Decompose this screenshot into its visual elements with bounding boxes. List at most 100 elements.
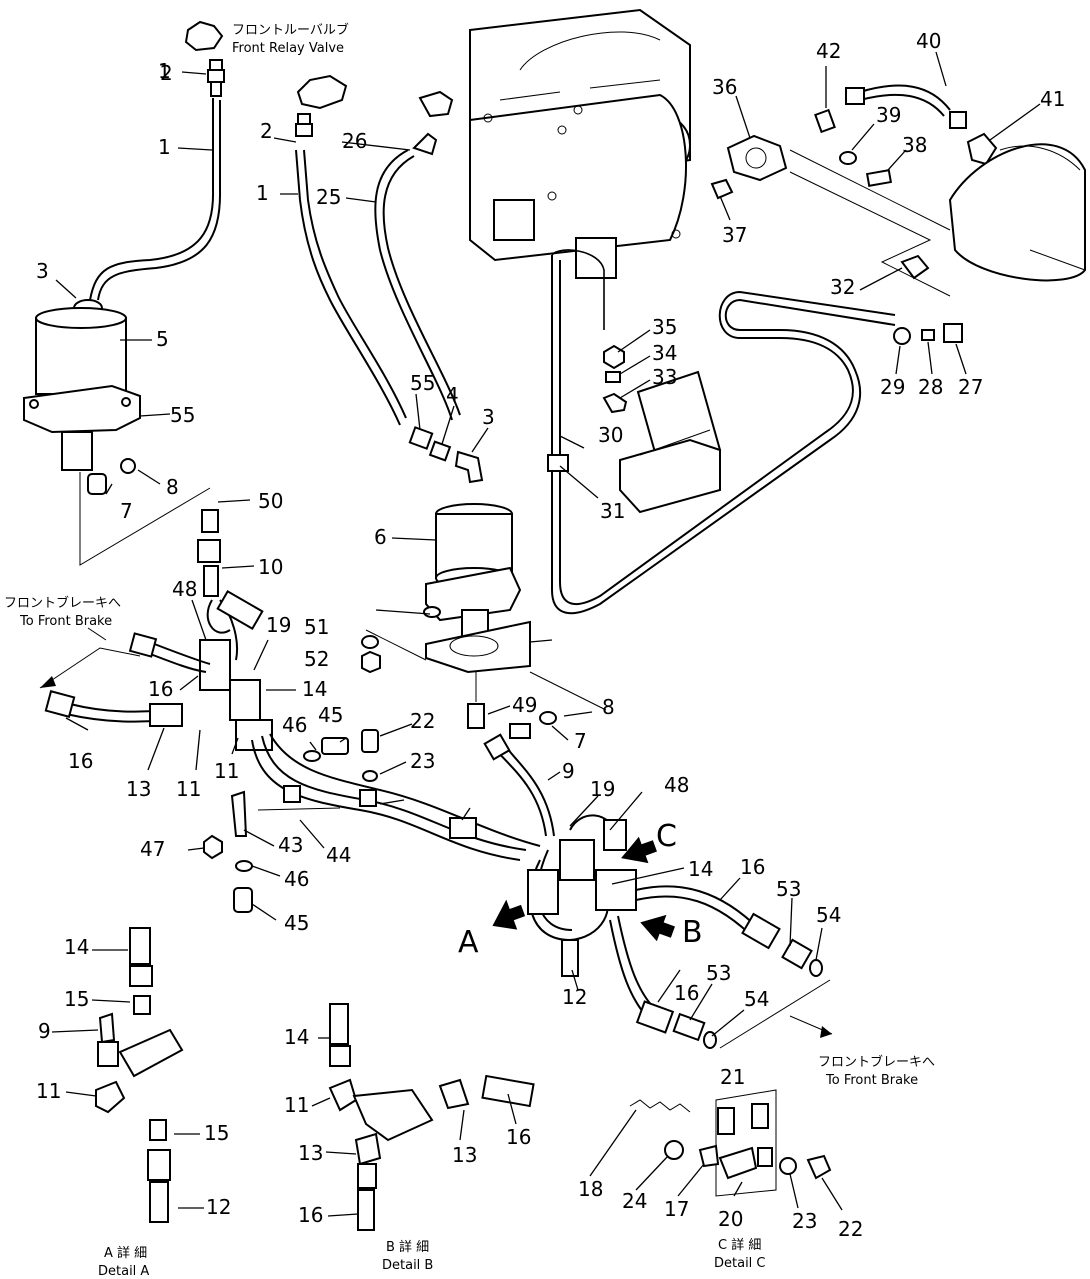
part-number: 2 [160, 61, 173, 85]
part-number: 19 [590, 777, 615, 801]
detail-a [95, 927, 184, 1223]
part-number: 16 [674, 981, 699, 1005]
part-number: 25 [316, 185, 341, 209]
part-number: 4 [446, 383, 459, 407]
part-number: 11 [214, 759, 239, 783]
part-number: 18 [578, 1177, 603, 1201]
part-number: 55 [170, 403, 195, 427]
part-number: 26 [342, 129, 367, 153]
part-number: 14 [302, 677, 327, 701]
arrow-c [621, 836, 657, 864]
part-number: 43 [278, 833, 303, 857]
part-number: 16 [506, 1125, 531, 1149]
part-number: 3 [36, 259, 49, 283]
part-number: 7 [120, 499, 133, 523]
part-number: 37 [722, 223, 747, 247]
front-relay-valve-label-jp: フロントルーバルブ [232, 22, 349, 38]
part-number: 39 [876, 103, 901, 127]
part-number: 47 [140, 837, 165, 861]
detail-b-label-en: Detail B [382, 1258, 433, 1273]
air-compressor [469, 8, 691, 279]
part-number: 16 [298, 1203, 323, 1227]
part-number: 15 [204, 1121, 229, 1145]
part-number: 22 [838, 1217, 863, 1241]
part-number: 13 [452, 1143, 477, 1167]
valve-36 [726, 134, 788, 182]
manifold-right [527, 814, 637, 977]
part-number: 1 [158, 59, 171, 83]
detail-a-label-jp: A 詳 細 [104, 1245, 147, 1261]
view-marker-c: C [656, 819, 677, 854]
to-front-brake-left-jp: フロントブレーキへ [4, 595, 121, 611]
part-number: 10 [258, 555, 283, 579]
part-number: 31 [600, 499, 625, 523]
part-number: 46 [282, 713, 307, 737]
part-number: 41 [1040, 87, 1065, 111]
part-number: 11 [284, 1093, 309, 1117]
arrow-a [492, 899, 526, 930]
part-number: 40 [916, 29, 941, 53]
part-number: 12 [206, 1195, 231, 1219]
part-number: 23 [410, 749, 435, 773]
part-number: 15 [64, 987, 89, 1011]
view-marker-b: B [682, 915, 703, 950]
part-number: 20 [718, 1207, 743, 1231]
view-marker-a: A [458, 925, 479, 960]
part-number: 8 [166, 475, 179, 499]
part-number: 6 [374, 525, 387, 549]
part-number: 38 [902, 133, 927, 157]
manifold-left [197, 509, 273, 751]
front-relay-valve-label-en: Front Relay Valve [232, 41, 344, 56]
part-number: 5 [156, 327, 169, 351]
part-number: 8 [602, 695, 615, 719]
detail-c [629, 1089, 832, 1197]
part-number: 23 [792, 1209, 817, 1233]
part-number: 49 [512, 693, 537, 717]
part-number: 14 [284, 1025, 309, 1049]
part-number: 11 [176, 777, 201, 801]
hose-1-left [89, 98, 215, 301]
part-number: 1 [158, 135, 171, 159]
part-number: 45 [318, 703, 343, 727]
part-number: 3 [482, 405, 495, 429]
part-number: 1 [256, 181, 269, 205]
part-number: 44 [326, 843, 351, 867]
part-number: 34 [652, 341, 677, 365]
part-number: 36 [712, 75, 737, 99]
detail-a-label-en: Detail A [98, 1264, 149, 1279]
part-number: 32 [830, 275, 855, 299]
detail-c-label-en: Detail C [714, 1256, 766, 1271]
part-number: 17 [664, 1197, 689, 1221]
part-number: 19 [266, 613, 291, 637]
part-number: 9 [38, 1019, 51, 1043]
part-number: 48 [172, 577, 197, 601]
part-number: 14 [64, 935, 89, 959]
part-number: 30 [598, 423, 623, 447]
part-number: 52 [304, 647, 329, 671]
part-number: 14 [688, 857, 713, 881]
part-number: 16 [148, 677, 173, 701]
part-number: 27 [958, 375, 983, 399]
detail-c-label-jp: C 詳 細 [718, 1237, 761, 1253]
part-number: 53 [706, 961, 731, 985]
part-number: 13 [126, 777, 151, 801]
part-number: 12 [562, 985, 587, 1009]
to-front-brake-right-jp: フロントブレーキへ [818, 1054, 935, 1070]
front-relay-valve-center [295, 74, 348, 137]
part-number: 45 [284, 911, 309, 935]
part-number: 35 [652, 315, 677, 339]
part-number: 28 [918, 375, 943, 399]
part-number: 50 [258, 489, 283, 513]
part-number-labels: 1 1 2 3 5 55 8 7 50 10 48 19 51 52 14 16… [36, 29, 1065, 1241]
part-number: 54 [744, 987, 769, 1011]
part-number: 13 [298, 1141, 323, 1165]
part-number: 54 [816, 903, 841, 927]
part-number: 22 [410, 709, 435, 733]
part-number: 55 [410, 371, 435, 395]
to-front-brake-left-en: To Front Brake [19, 614, 112, 629]
part-number: 9 [562, 759, 575, 783]
part-number: 16 [740, 855, 765, 879]
part-number: 33 [652, 365, 677, 389]
part-number: 42 [816, 39, 841, 63]
